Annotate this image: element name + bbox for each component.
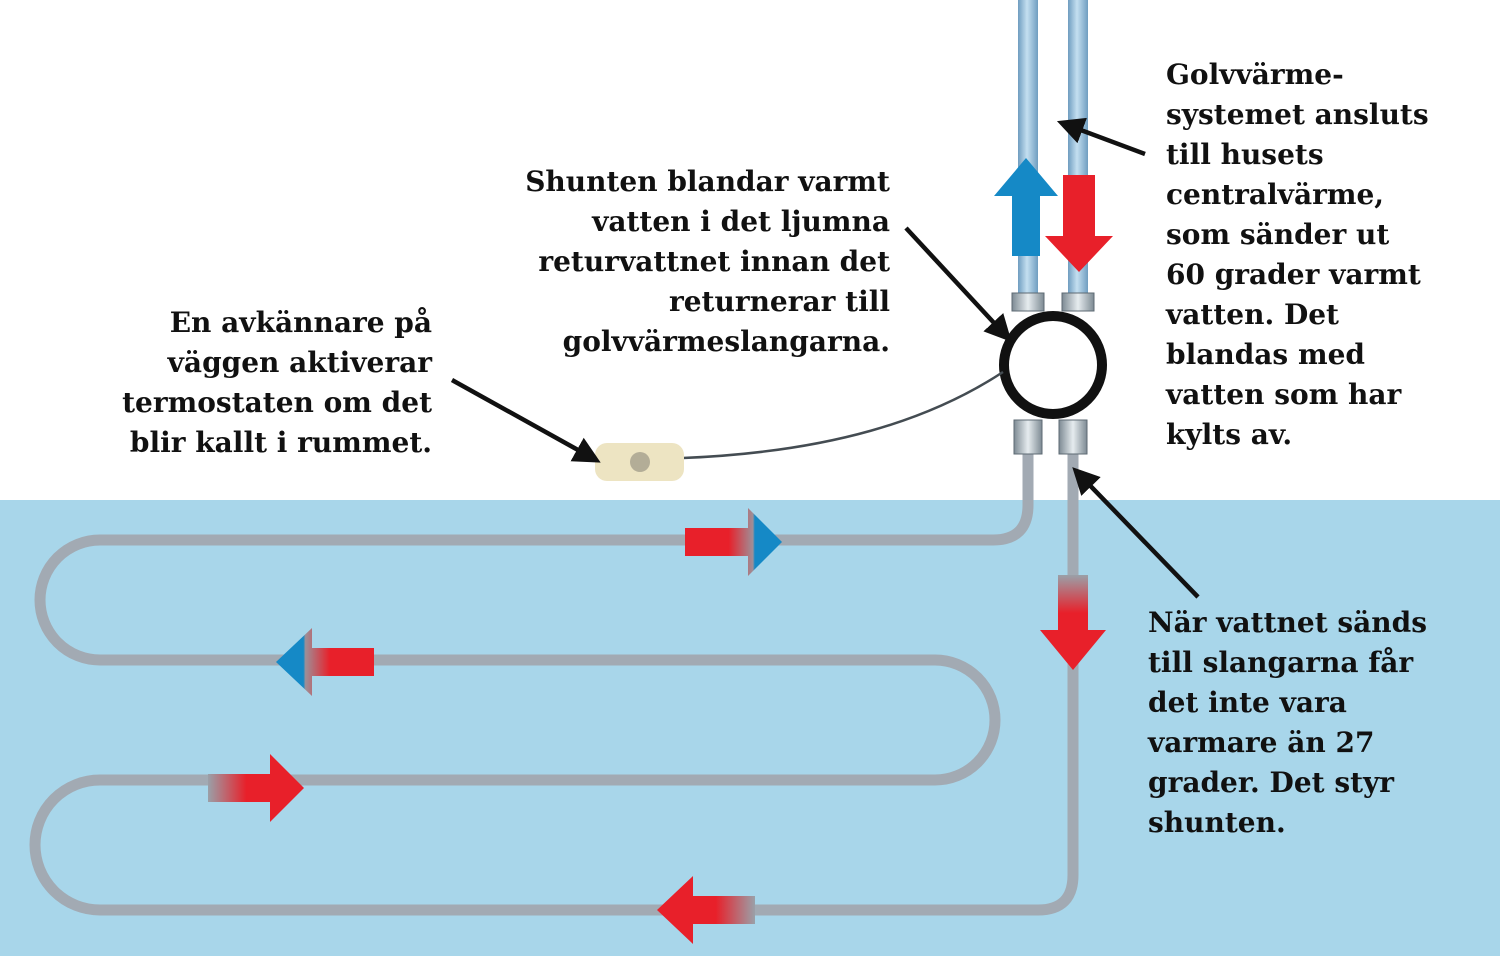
sensor-dot: [630, 452, 650, 472]
central-heating-label: Golvvärme- systemet ansluts till husets …: [1166, 55, 1486, 455]
fittings-bottom: [1013, 419, 1088, 455]
central-label-line: 60 grader varmt: [1166, 258, 1421, 291]
hoses-label-line: det inte vara: [1148, 686, 1347, 719]
shunt-label-line: golvvärmeslangarna.: [562, 325, 890, 358]
hoses-label-line: varmare än 27: [1148, 726, 1375, 759]
arrow-down-hot: [1045, 175, 1113, 272]
central-label-line: systemet ansluts: [1166, 98, 1429, 131]
central-label-line: kylts av.: [1166, 418, 1293, 451]
floor-heating-pipe: [29, 450, 1079, 916]
flow-arrow-3: [208, 754, 304, 822]
central-label-line: blandas med: [1166, 338, 1365, 371]
floor-area: [0, 500, 1500, 956]
flow-arrow-2: [276, 628, 374, 696]
central-label-line: till husets: [1166, 138, 1324, 171]
central-label-line: som sänder ut: [1166, 218, 1390, 251]
fittings-top: [1011, 292, 1095, 312]
sensor-cable: [682, 370, 1004, 460]
hoses-label-line: När vattnet sänds: [1148, 606, 1427, 639]
shunt-label: Shunten blandar varmt vatten i det ljumn…: [480, 162, 890, 362]
hoses-label: När vattnet sänds till slangarna får det…: [1148, 603, 1488, 843]
hoses-label-line: grader. Det styr: [1148, 766, 1395, 799]
shunt-label-line: vatten i det ljumna: [592, 205, 890, 238]
flow-arrow-4: [657, 876, 755, 944]
leader-arrow-shunt: [904, 226, 1012, 342]
shunt-label-line: Shunten blandar varmt: [525, 165, 890, 198]
flow-arrow-1: [685, 508, 782, 576]
leader-arrow-hoses: [1072, 467, 1200, 599]
central-label-line: vatten. Det: [1166, 298, 1339, 331]
hoses-label-line: till slangarna får: [1148, 646, 1414, 679]
sensor-label-line: En avkännare på: [169, 306, 432, 339]
shunt-valve: [999, 311, 1107, 419]
sensor-label-line: blir kallt i rummet.: [129, 426, 432, 459]
central-label-line: vatten som har: [1166, 378, 1402, 411]
shunt-label-line: returvattnet innan det: [538, 245, 890, 278]
hoses-label-line: shunten.: [1148, 806, 1286, 839]
leader-arrow-central: [1056, 117, 1146, 157]
leader-arrow-sensor: [450, 378, 601, 463]
flow-arrow-5: [1040, 575, 1106, 670]
sensor-label-line: termostaten om det: [122, 386, 432, 419]
arrow-up-cold: [994, 158, 1058, 256]
shunt-label-line: returnerar till: [668, 285, 890, 318]
sensor-label-line: väggen aktiverar: [167, 346, 432, 379]
sensor-label: En avkännare på väggen aktiverar termost…: [60, 303, 432, 463]
central-label-line: Golvvärme-: [1166, 58, 1344, 91]
central-label-line: centralvärme,: [1166, 178, 1385, 211]
